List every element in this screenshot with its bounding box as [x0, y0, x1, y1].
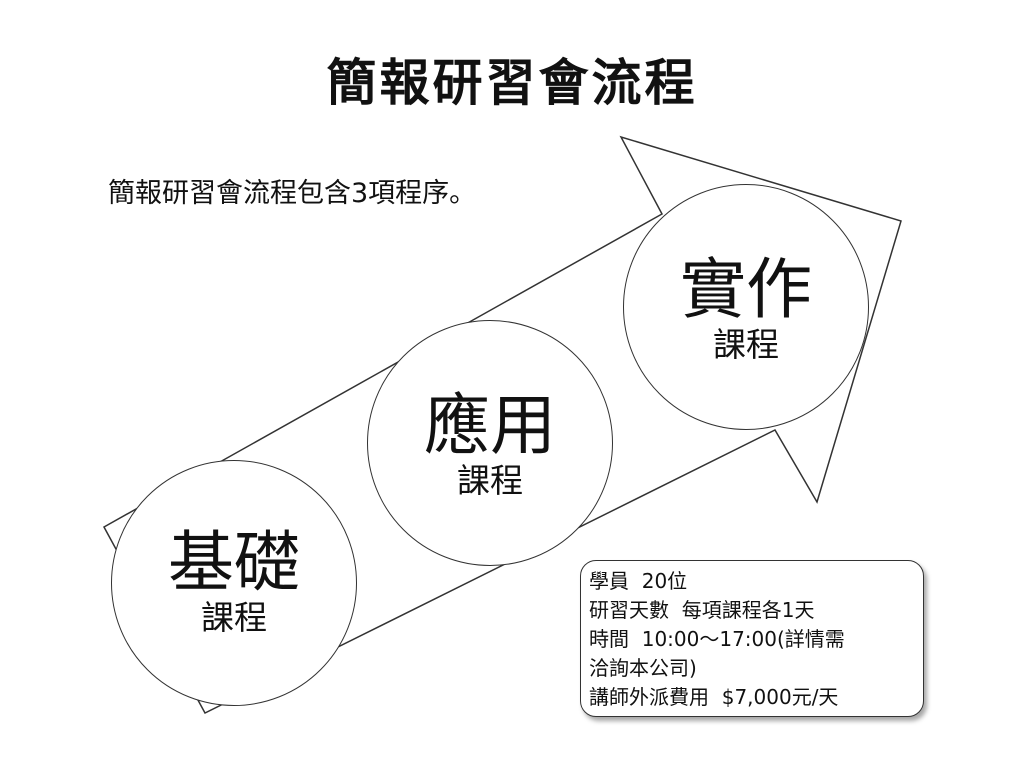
info-line-fee: 講師外派費用 $7,000元/天 — [589, 685, 839, 709]
info-box: 學員 20位 研習天數 每項課程各1天 時間 10:00～17:00(詳情需 洽… — [580, 560, 924, 717]
stage-circle-basic: 基礎 課程 — [111, 460, 357, 706]
stage-circle-apply: 應用 課程 — [367, 320, 613, 566]
info-line-students: 學員 20位 — [589, 569, 688, 593]
slide-title: 簡報研習會流程 — [326, 54, 698, 112]
stage-circle-practice: 實作 課程 — [623, 184, 869, 430]
stage-label: 應用 — [424, 386, 556, 464]
info-line-days: 研習天數 每項課程各1天 — [589, 598, 815, 622]
stage-sublabel: 課程 — [457, 460, 523, 500]
stage-sublabel: 課程 — [713, 324, 779, 364]
stage-sublabel: 課程 — [201, 597, 267, 637]
info-line-time: 時間 10:00～17:00(詳情需 — [589, 627, 845, 651]
info-line-time-cont: 洽詢本公司) — [589, 656, 697, 680]
slide-subtitle: 簡報研習會流程包含3項程序。 — [108, 178, 477, 209]
stage-label: 實作 — [680, 250, 812, 328]
stage-label: 基礎 — [168, 523, 300, 601]
